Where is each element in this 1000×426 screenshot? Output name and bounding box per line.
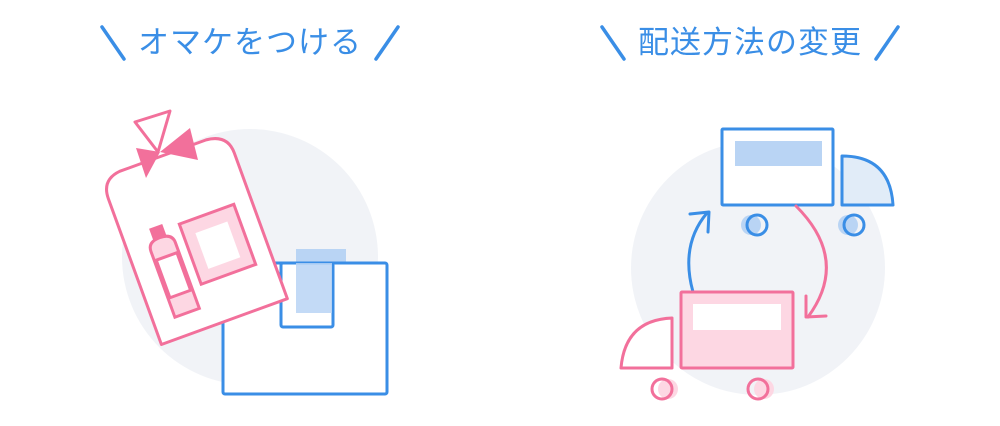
trucks-swap-icon	[619, 127, 895, 401]
slash-decoration-icon	[374, 25, 400, 61]
slash-decoration-icon	[874, 25, 900, 61]
section-title: オマケをつける	[138, 25, 362, 61]
add-extra-panel[interactable]: オマケをつける	[0, 0, 500, 426]
section-heading: オマケをつける	[0, 18, 500, 68]
change-delivery-panel[interactable]: 配送方法の変更	[500, 0, 1000, 426]
gift-bag-and-box-icon	[105, 109, 389, 396]
section-heading: 配送方法の変更	[500, 18, 1000, 68]
backslash-decoration-icon	[100, 25, 126, 61]
backslash-decoration-icon	[600, 25, 626, 61]
section-title: 配送方法の変更	[638, 25, 862, 61]
